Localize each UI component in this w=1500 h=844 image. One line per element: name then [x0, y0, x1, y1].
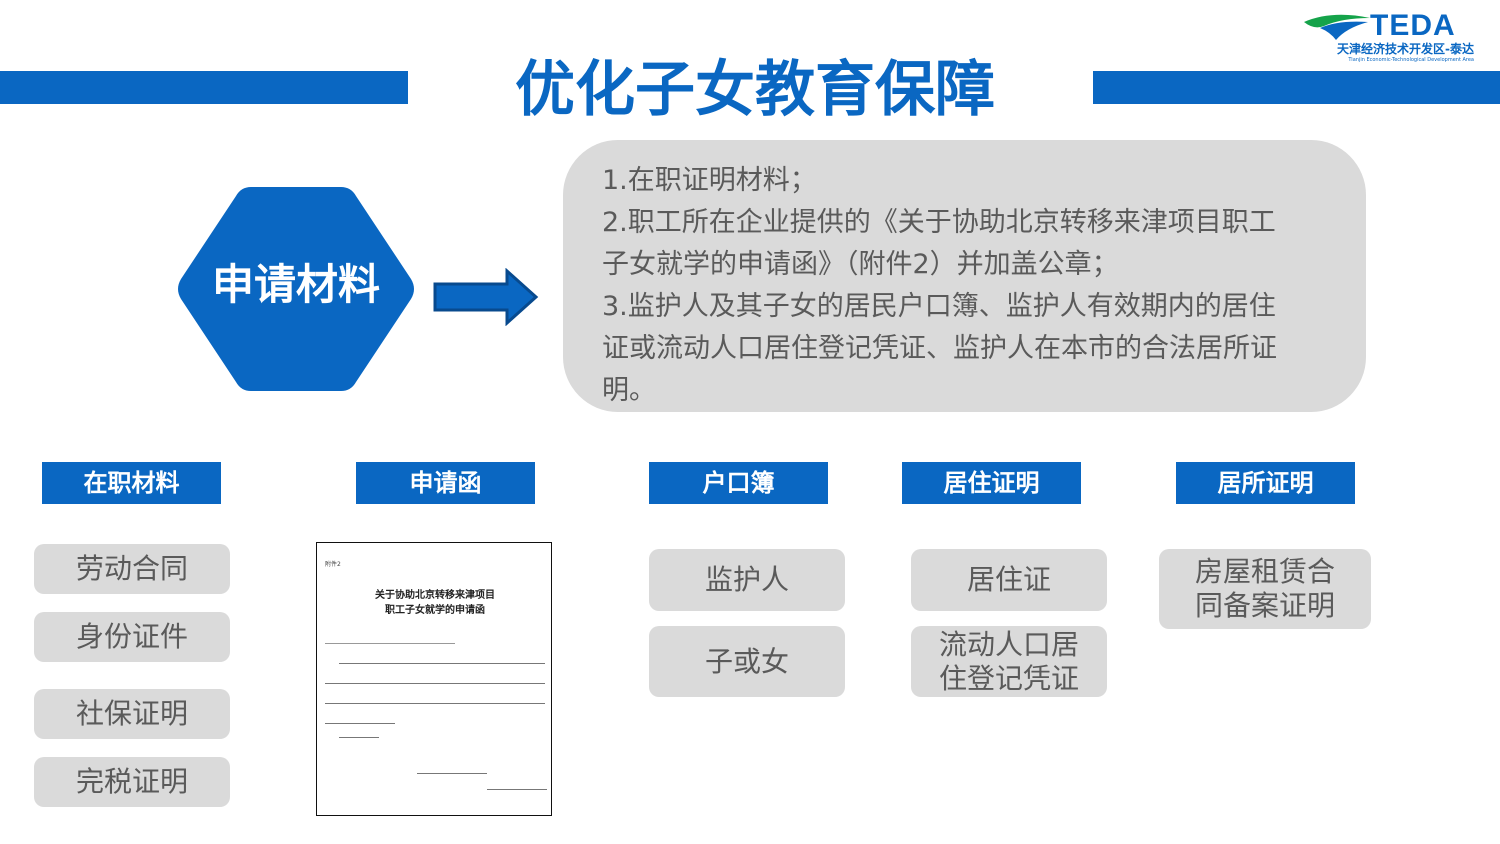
requirements-text: 1.在职证明材料； 2.职工所在企业提供的《关于协助北京转移来津项目职工 子女就…: [602, 160, 1342, 412]
category-header-residence-proof: 居住证明: [902, 462, 1081, 504]
item-floating-population-registration: 流动人口居 住登记凭证: [911, 626, 1107, 697]
right-arrow-icon: [433, 268, 539, 326]
hexagon-label: 申请材料: [211, 260, 380, 309]
requirement-line: 明。: [602, 375, 656, 406]
doc-text-line: [325, 723, 395, 724]
teda-logo-icon: [1304, 14, 1370, 40]
logo-english: Tianjin Economic-Technological Developme…: [1348, 57, 1474, 63]
header-bar-left: [0, 71, 408, 104]
page-title: 优化子女教育保障: [515, 55, 995, 125]
logo-chinese: 天津经济技术开发区-泰达: [1337, 42, 1474, 56]
item-guardian: 监护人: [649, 549, 845, 611]
category-header-household-register: 户口簿: [649, 462, 828, 504]
item-residence-permit: 居住证: [911, 549, 1107, 611]
doc-attachment-label: 附件2: [325, 561, 341, 568]
item-labor-contract: 劳动合同: [34, 544, 230, 594]
logo-brand: TEDA: [1370, 9, 1456, 42]
item-lease-filing-proof: 房屋租赁合 同备案证明: [1159, 549, 1371, 629]
item-social-security-proof: 社保证明: [34, 689, 230, 739]
doc-title-line1: 关于协助北京转移来津项目: [375, 590, 495, 601]
doc-text-line: [325, 643, 455, 644]
doc-text-line: [339, 737, 379, 738]
doc-date-line: [487, 789, 547, 790]
requirement-line: 证或流动人口居住登记凭证、监护人在本市的合法居所证: [602, 333, 1277, 364]
item-tax-payment-proof: 完税证明: [34, 757, 230, 807]
doc-text-line: [339, 663, 545, 664]
item-son-or-daughter: 子或女: [649, 626, 845, 697]
doc-text-line: [325, 683, 545, 684]
category-header-application-letter: 申请函: [356, 462, 535, 504]
requirements-box: [563, 140, 1366, 412]
category-header-dwelling-proof: 居所证明: [1176, 462, 1355, 504]
doc-signature-line: [417, 773, 487, 774]
application-letter-document: 附件2 关于协助北京转移来津项目 职工子女就学的申请函: [316, 542, 552, 816]
application-materials-hexagon: [178, 187, 414, 391]
requirement-line: 1.在职证明材料；: [602, 165, 817, 196]
doc-text-line: [325, 703, 545, 704]
item-id-document: 身份证件: [34, 612, 230, 662]
header-bar-right: [1093, 71, 1500, 104]
requirement-line: 3.监护人及其子女的居民户口簿、监护人有效期内的居住: [602, 291, 1276, 322]
doc-title-line2: 职工子女就学的申请函: [385, 605, 485, 616]
category-header-employment: 在职材料: [42, 462, 221, 504]
requirement-line: 2.职工所在企业提供的《关于协助北京转移来津项目职工: [602, 207, 1276, 238]
requirement-line: 子女就学的申请函》（附件2）并加盖公章；: [602, 249, 1119, 280]
